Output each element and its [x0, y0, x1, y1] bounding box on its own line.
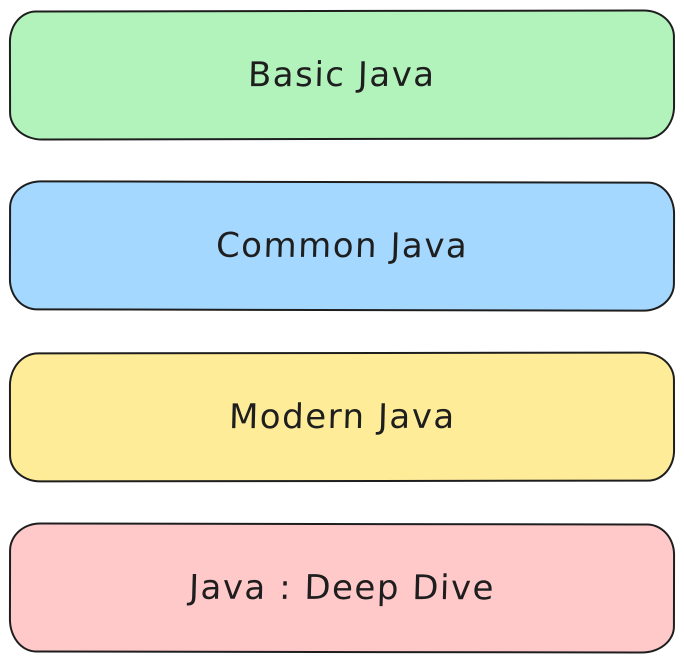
node-basic-java: Basic Java — [8, 9, 676, 141]
node-common-java-label: Common Java — [215, 225, 469, 267]
node-common-java: Common Java — [8, 180, 676, 312]
node-basic-java-label: Basic Java — [247, 54, 437, 96]
node-java-deep-dive: Java : Deep Dive — [8, 522, 676, 654]
node-modern-java: Modern Java — [8, 351, 676, 483]
node-java-deep-dive-label: Java : Deep Dive — [188, 567, 496, 609]
node-modern-java-label: Modern Java — [228, 396, 456, 438]
